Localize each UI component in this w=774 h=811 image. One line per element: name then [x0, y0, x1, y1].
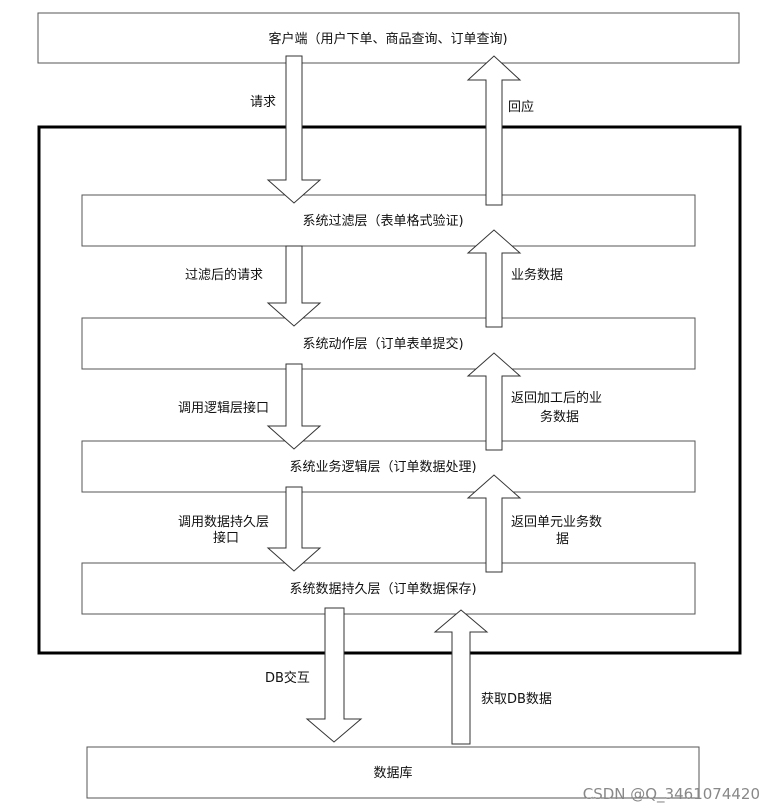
action-layer-box: [81, 317, 696, 370]
db-interact-label: DB交互: [265, 670, 310, 686]
watermark: CSDN @Q_3461074420: [583, 785, 760, 804]
call-persist-label-1: 调用数据持久层: [178, 515, 269, 530]
call-logic-arrow: [266, 363, 322, 450]
persistence-layer-box: [81, 562, 696, 615]
filter-layer-label: 系统过滤层（表单格式验证): [302, 213, 463, 229]
return-unit-arrow: [466, 474, 522, 573]
request-label: 请求: [250, 95, 276, 110]
logic-layer-box: [81, 440, 696, 493]
return-unit-label-2: 据: [556, 532, 569, 547]
response-arrow: [466, 55, 522, 206]
call-logic-label: 调用逻辑层接口: [178, 400, 269, 416]
get-db-data-arrow: [433, 609, 489, 745]
client-box: [37, 12, 740, 64]
response-label: 回应: [508, 99, 534, 115]
request-arrow: [266, 55, 322, 204]
logic-layer-label: 系统业务逻辑层（订单数据处理): [289, 459, 476, 475]
persistence-layer-label: 系统数据持久层（订单数据保存): [289, 582, 476, 597]
client-label: 客户端（用户下单、商品查询、订单查询): [268, 31, 507, 47]
return-unit-label-1: 返回单元业务数: [511, 514, 602, 530]
db-interact-arrow: [305, 607, 363, 743]
get-db-data-label: 获取DB数据: [481, 692, 552, 707]
filter-layer-box: [81, 194, 696, 247]
business-data-arrow: [466, 229, 522, 328]
system-boundary: [37, 125, 742, 655]
action-layer-label: 系统动作层（订单表单提交): [302, 336, 463, 352]
filtered-request-label: 过滤后的请求: [185, 267, 263, 283]
filtered-request-arrow: [266, 245, 322, 327]
return-processed-label-2: 务数据: [540, 409, 579, 425]
database-box: [86, 746, 700, 799]
call-persist-arrow: [266, 486, 322, 572]
business-data-label: 业务数据: [511, 267, 563, 283]
return-processed-label-1: 返回加工后的业: [511, 390, 602, 406]
call-persist-label-2: 接口: [213, 530, 239, 546]
database-label: 数据库: [373, 765, 412, 781]
return-processed-arrow: [466, 352, 522, 451]
